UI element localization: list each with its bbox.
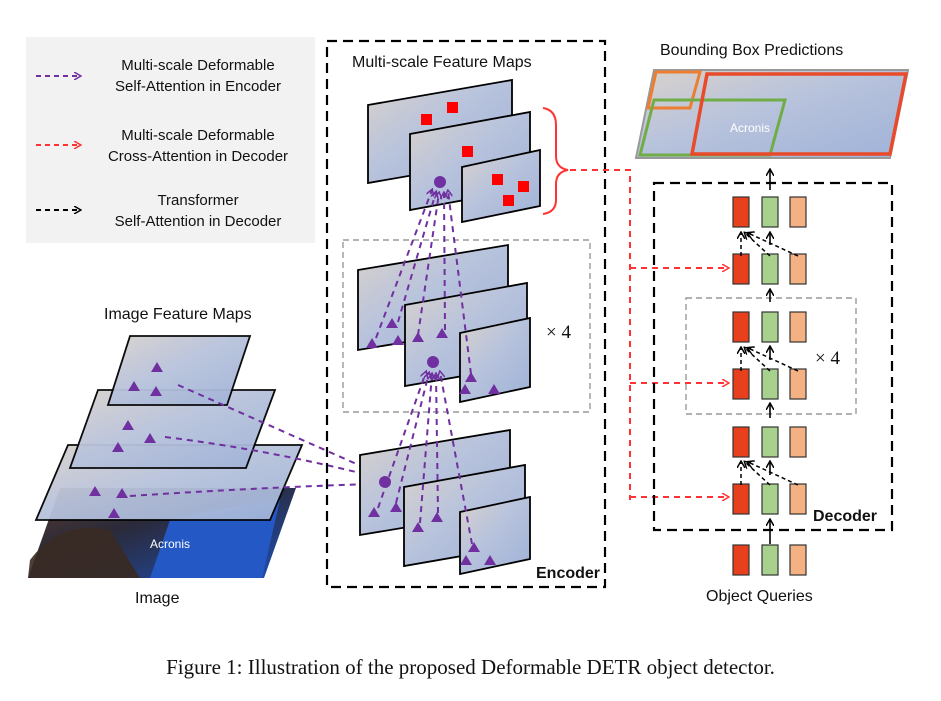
cross-attention-sampling-squares xyxy=(421,102,529,206)
query-green-block xyxy=(761,426,779,458)
decoder-repeat-box xyxy=(685,297,857,415)
query-red-block xyxy=(732,253,750,285)
query-red-block xyxy=(732,368,750,400)
input-photo-sponsor-text: Acronis xyxy=(150,537,190,551)
query-red-block xyxy=(732,483,750,515)
bbox-prediction-image: Acronis xyxy=(634,69,910,159)
query-green-block xyxy=(761,483,779,515)
encoder-label: Encoder xyxy=(536,565,601,582)
feature-map-brace xyxy=(542,107,569,215)
multiscale-feature-maps-label: Multi-scale Feature Maps xyxy=(352,54,532,71)
query-green-block xyxy=(761,368,779,400)
decoder-box xyxy=(652,181,894,532)
bbox-predictions-label: Bounding Box Predictions xyxy=(660,42,844,59)
encoder-middle-maps xyxy=(357,243,531,404)
encoder-repeat-box xyxy=(342,239,591,413)
object-queries-label: Object Queries xyxy=(706,588,813,605)
query-peach-block xyxy=(789,483,807,515)
figure-caption: Figure 1: Illustration of the proposed D… xyxy=(166,655,775,679)
query-peach-block xyxy=(789,544,807,576)
query-red-block xyxy=(732,544,750,576)
query-red-block xyxy=(732,311,750,343)
encoder-input-maps xyxy=(359,428,531,576)
query-peach-block xyxy=(789,311,807,343)
query-green-block xyxy=(761,196,779,228)
decoder-repeat-label: × 4 xyxy=(815,348,840,369)
encoder-output-maps xyxy=(367,78,541,224)
query-rows xyxy=(732,196,807,576)
decoder-self-attention-arrows xyxy=(741,233,799,486)
query-red-block xyxy=(732,426,750,458)
bbox-photo-sponsor-text: Acronis xyxy=(730,121,770,135)
encoder-box xyxy=(325,39,607,589)
cross-attention-arrows xyxy=(570,169,728,500)
query-peach-block xyxy=(789,196,807,228)
image-feature-maps-label: Image Feature Maps xyxy=(104,306,252,323)
decoder-label: Decoder xyxy=(813,508,878,525)
query-green-block xyxy=(761,311,779,343)
image-to-encoder-arrows xyxy=(129,384,372,497)
query-green-block xyxy=(761,544,779,576)
encoder-attention-arrows xyxy=(375,190,473,545)
query-red-block xyxy=(732,196,750,228)
query-peach-block xyxy=(789,253,807,285)
query-peach-block xyxy=(789,426,807,458)
image-label: Image xyxy=(135,590,180,607)
image-feature-sampling-points xyxy=(89,362,163,518)
encoder-repeat-label: × 4 xyxy=(546,322,571,343)
encoder-sampling-triangles xyxy=(366,318,500,565)
image-feature-maps xyxy=(34,335,304,521)
reference-points xyxy=(379,176,446,488)
query-green-block xyxy=(761,253,779,285)
query-peach-block xyxy=(789,368,807,400)
